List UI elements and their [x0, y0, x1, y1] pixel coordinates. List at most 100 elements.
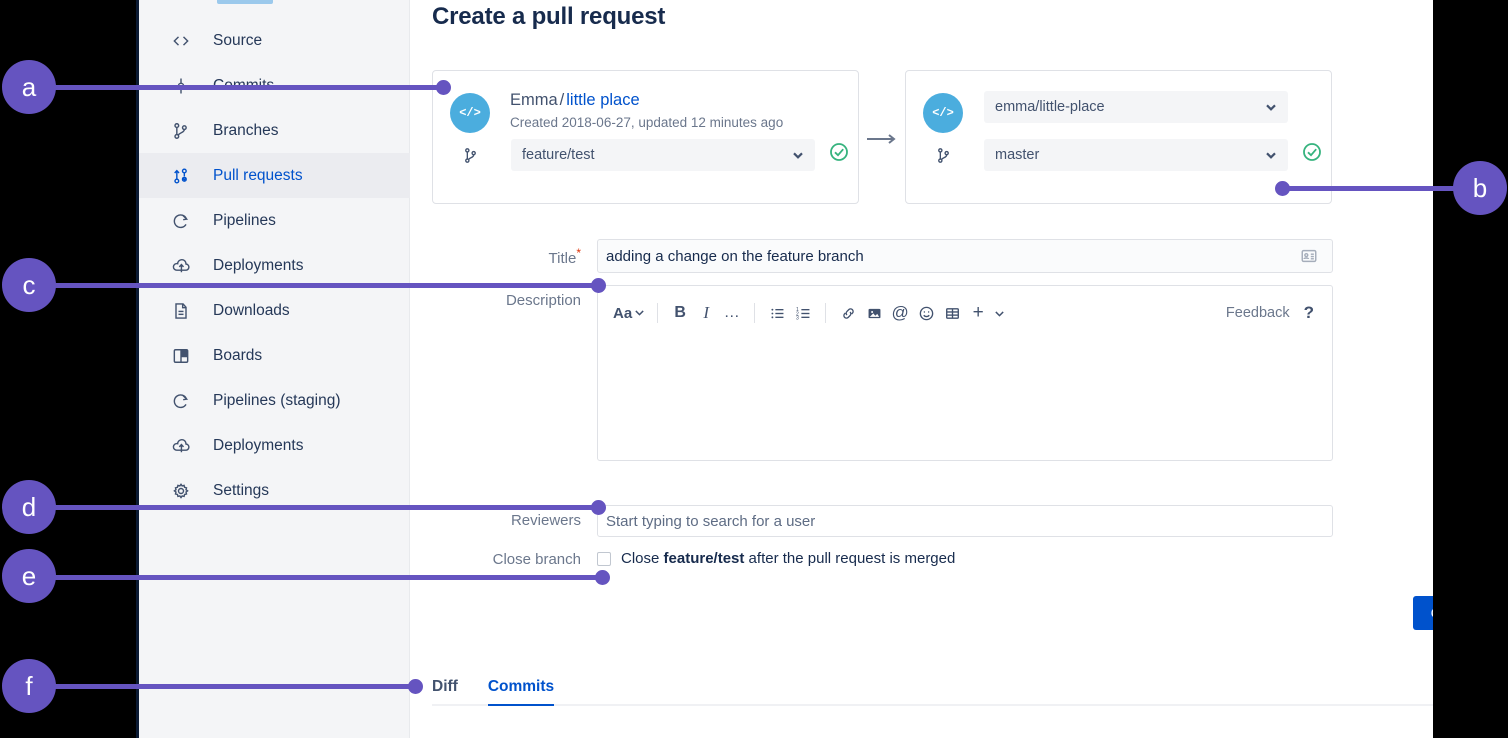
- chevron-down-icon[interactable]: [991, 299, 1008, 327]
- sidebar-item-pipelines[interactable]: Pipelines: [139, 198, 410, 243]
- callout-badge-b: b: [1453, 161, 1507, 215]
- sidebar-nav: Source Commits Branches: [139, 18, 410, 513]
- tab-commits[interactable]: Commits: [487, 678, 555, 706]
- callout-dot-b: [1275, 181, 1290, 196]
- sidebar-item-deployments[interactable]: Deployments: [139, 243, 410, 288]
- destination-repo-avatar-icon: </>: [923, 93, 963, 133]
- callout-line-c: [50, 283, 598, 288]
- description-label: Description: [505, 292, 581, 309]
- destination-branch-select[interactable]: master: [984, 139, 1288, 171]
- sidebar-item-pull-requests[interactable]: Pull requests: [139, 153, 410, 198]
- close-branch-checkbox[interactable]: [597, 551, 611, 566]
- chevron-down-icon: [634, 305, 645, 322]
- more-formatting-icon[interactable]: …: [723, 304, 741, 321]
- mention-icon[interactable]: @: [891, 303, 909, 322]
- callout-letter: f: [25, 670, 33, 701]
- source-repo-link[interactable]: little place: [566, 91, 640, 109]
- chevron-down-icon: [792, 149, 804, 161]
- sidebar-item-settings[interactable]: Settings: [139, 468, 410, 513]
- sidebar-item-deployments-2[interactable]: Deployments: [139, 423, 410, 468]
- callout-dot-c: [591, 278, 606, 293]
- deployment-icon: [169, 434, 193, 458]
- insert-more-icon[interactable]: +: [965, 299, 991, 327]
- sidebar-item-label: Settings: [213, 481, 270, 499]
- callout-dot-f: [408, 679, 423, 694]
- sidebar-top-indicator: [217, 0, 273, 4]
- title-label: Title*: [471, 246, 581, 267]
- feedback-link[interactable]: Feedback: [1225, 305, 1290, 321]
- sidebar-item-downloads[interactable]: Downloads: [139, 288, 410, 333]
- close-branch-description: Close feature/test after the pull reques…: [621, 550, 955, 567]
- bold-icon[interactable]: B: [674, 304, 686, 321]
- source-repo-avatar-icon: </>: [450, 93, 490, 133]
- sidebar-item-label: Downloads: [213, 301, 290, 319]
- destination-repo-select[interactable]: emma/little-place: [984, 91, 1288, 123]
- source-repo-separator: /: [559, 91, 565, 109]
- callout-line-f: [55, 684, 415, 689]
- source-branch-card: </> Emma/little place Created 2018-06-27…: [432, 70, 859, 204]
- sidebar-item-label: Deployments: [213, 436, 304, 454]
- tab-diff[interactable]: Diff: [432, 678, 458, 695]
- branch-icon: [931, 143, 955, 167]
- sidebar-item-source[interactable]: Source: [139, 18, 410, 63]
- sidebar-item-branches[interactable]: Branches: [139, 108, 410, 153]
- branch-icon: [169, 119, 193, 143]
- callout-dot-a: [436, 80, 451, 95]
- svg-text:3: 3: [796, 315, 799, 321]
- svg-text:2: 2: [796, 311, 799, 317]
- callout-badge-a: a: [2, 60, 56, 114]
- sidebar-item-label: Pull requests: [213, 166, 303, 184]
- emoji-icon[interactable]: [913, 299, 939, 327]
- bullet-list-icon[interactable]: [764, 299, 790, 327]
- sidebar-item-label: Boards: [213, 346, 263, 364]
- source-status-check-circle-icon: [829, 142, 849, 162]
- callout-dot-d: [591, 500, 606, 515]
- source-branch-value: feature/test: [522, 147, 595, 163]
- branch-icon: [458, 143, 482, 167]
- create-pull-request-button[interactable]: Create pull request: [1413, 596, 1433, 630]
- board-icon: [169, 344, 193, 368]
- code-icon: [169, 29, 193, 53]
- callout-letter: d: [21, 491, 37, 522]
- sidebar-item-pipelines-staging[interactable]: Pipelines (staging): [139, 378, 410, 423]
- callout-line-d: [50, 505, 598, 510]
- close-text-before: Close: [621, 550, 664, 567]
- callout-badge-d: d: [2, 480, 56, 534]
- italic-icon[interactable]: I: [703, 303, 710, 322]
- reviewers-input[interactable]: [597, 505, 1333, 537]
- toolbar-divider: [754, 303, 756, 323]
- source-branch-select[interactable]: feature/test: [511, 139, 815, 171]
- app-window: Source Commits Branches: [136, 0, 1433, 738]
- chevron-down-icon: [1265, 101, 1277, 113]
- image-icon[interactable]: [861, 299, 887, 327]
- sidebar-item-label: Branches: [213, 121, 279, 139]
- title-label-text: Title: [548, 250, 577, 267]
- callout-badge-c: c: [2, 258, 56, 312]
- table-icon[interactable]: [939, 299, 965, 327]
- destination-status-check-circle-icon: [1302, 142, 1322, 162]
- title-input[interactable]: [597, 239, 1333, 273]
- pull-request-icon: [169, 164, 193, 188]
- sidebar-item-boards[interactable]: Boards: [139, 333, 410, 378]
- bottom-tabs: Diff Commits: [432, 670, 1433, 706]
- callout-line-a: [55, 85, 449, 90]
- link-icon[interactable]: [835, 299, 861, 327]
- deployment-icon: [169, 254, 193, 278]
- callout-dot-e: [595, 570, 610, 585]
- title-template-icon[interactable]: [1299, 246, 1319, 266]
- destination-branch-value: master: [995, 147, 1040, 163]
- gear-icon: [169, 479, 193, 503]
- callout-letter: a: [21, 71, 37, 102]
- branch-selector-row: </> Emma/little place Created 2018-06-27…: [432, 70, 1433, 204]
- sidebar-item-label: Source: [213, 31, 263, 49]
- help-icon[interactable]: ?: [1303, 303, 1314, 322]
- source-repo-subtitle: Created 2018-06-27, updated 12 minutes a…: [510, 115, 784, 130]
- plus-glyph: +: [972, 302, 984, 323]
- callout-letter: c: [22, 269, 36, 300]
- text-style-dropdown[interactable]: Aa: [610, 299, 648, 327]
- sidebar-item-label: Pipelines: [213, 211, 276, 229]
- sidebar: Source Commits Branches: [139, 0, 410, 738]
